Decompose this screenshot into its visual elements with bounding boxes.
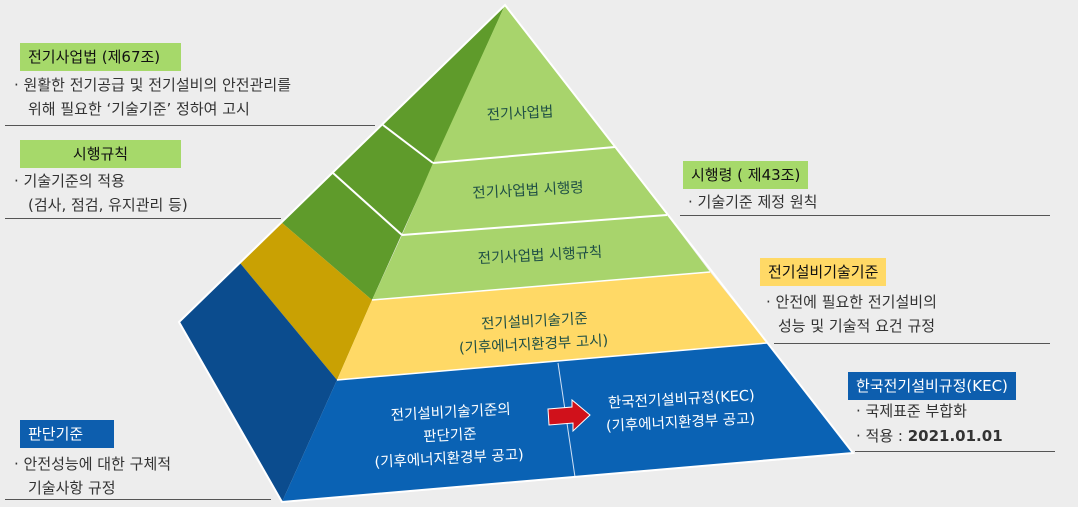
level-1-label: 전기사업법 xyxy=(486,103,554,123)
level-2-label: 전기사업법 시행령 xyxy=(472,179,584,202)
kec-apply: · 적용 : 2021.01.01 xyxy=(856,424,1003,448)
rules-desc-1: · 기술기준의 적용 xyxy=(14,172,125,190)
base-left-label: 판단기준 xyxy=(423,426,477,446)
side-blue xyxy=(179,263,337,502)
rules-title: 시행규칙 xyxy=(20,140,181,168)
decree-title: 시행령 ( 제43조) xyxy=(683,161,809,189)
level-4-label: 전기설비기술기준 xyxy=(481,310,588,333)
divider xyxy=(680,215,1050,216)
rules-desc-2: (검사, 점검, 유지관리 등) xyxy=(28,196,188,214)
divider xyxy=(5,499,271,500)
side-gold xyxy=(240,222,372,380)
standard-title: 전기설비기술기준 xyxy=(760,258,887,286)
act-title: 전기사업법 (제67조) xyxy=(20,43,181,71)
standard-desc-2: 성능 및 기술적 요건 규정 xyxy=(778,317,936,335)
band-divider xyxy=(401,214,668,236)
level-1-band xyxy=(433,5,615,163)
kec-title: 한국전기설비규정(KEC) xyxy=(848,372,1016,400)
band-divider xyxy=(336,342,768,381)
kec-apply-label: · 적용 : xyxy=(856,427,908,445)
act-desc-1: · 원활한 전기공급 및 전기설비의 안전관리를 xyxy=(14,76,292,94)
judgement-desc-1: · 안전성능에 대한 구체적 xyxy=(14,455,172,473)
right-arrow-icon xyxy=(547,398,591,433)
judgement-desc-2: 기술사항 규정 xyxy=(28,479,116,497)
band-divider xyxy=(371,271,711,301)
side-divider xyxy=(382,124,434,164)
level-3-label: 전기사업법 시행규칙 xyxy=(477,244,602,268)
base-left-label: 전기설비기술기준의 xyxy=(390,401,511,424)
divider xyxy=(5,218,281,219)
divider xyxy=(774,343,1050,344)
level-2-band xyxy=(402,147,667,235)
side-divider xyxy=(332,172,403,236)
level-4-band xyxy=(337,272,767,380)
side-green xyxy=(281,5,505,300)
standard-desc-1: · 안전에 필요한 전기설비의 xyxy=(766,293,937,311)
pyramid-outline xyxy=(177,3,855,504)
judgement-title: 판단기준 xyxy=(20,420,114,448)
act-desc-2: 위해 필요한 ‘기술기준’ 정하여 고시 xyxy=(28,100,250,118)
decree-desc-1: · 기술기준 제정 원칙 xyxy=(688,193,818,211)
kec-apply-date: 2021.01.01 xyxy=(907,427,1003,445)
band-divider xyxy=(432,146,616,164)
kec-desc-1: · 국제표준 부합화 xyxy=(856,402,967,420)
divider xyxy=(855,451,1055,452)
divider xyxy=(5,125,375,126)
